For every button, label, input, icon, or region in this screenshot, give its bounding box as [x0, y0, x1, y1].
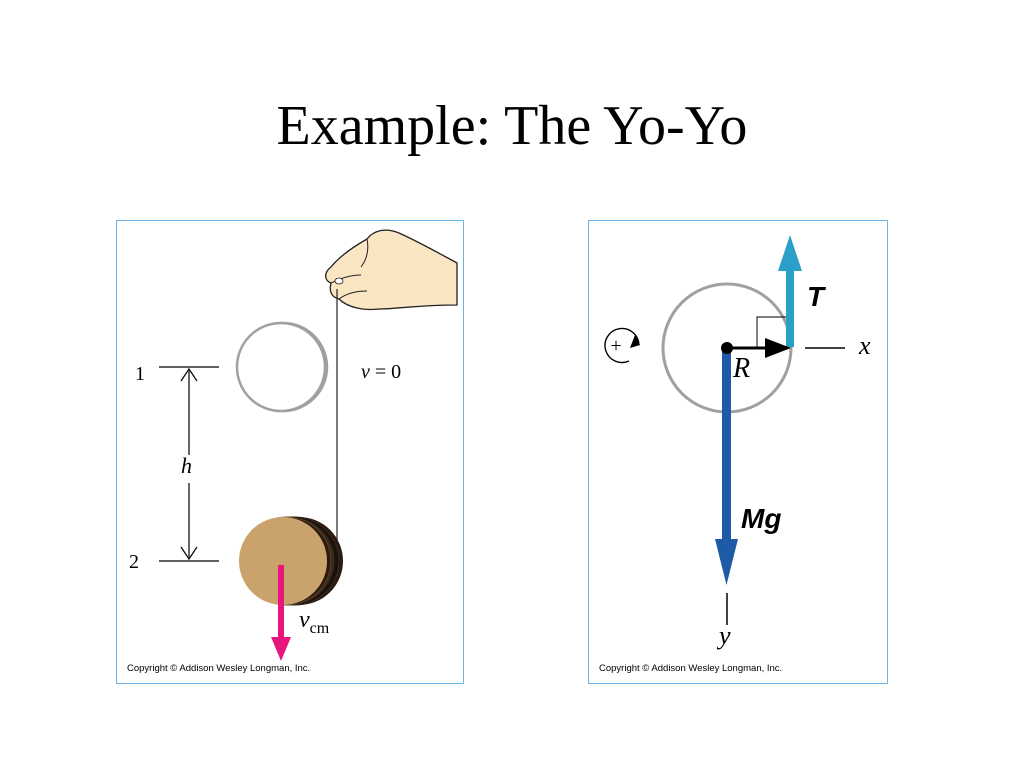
radius-arrow — [727, 338, 791, 358]
vcm-label: vcm — [299, 607, 330, 637]
slide-title: Example: The Yo-Yo — [276, 95, 748, 157]
center-of-mass-dot — [721, 342, 733, 354]
radius-label: R — [733, 353, 751, 384]
free-body-diagram: + T R Mg x y Copyright © Addison Wesley … — [588, 220, 888, 684]
weight-arrow — [715, 348, 738, 585]
height-label: h — [181, 453, 192, 478]
velocity-symbol: v — [361, 361, 370, 383]
free-body-drawing — [604, 235, 845, 625]
position-label-1: 1 — [135, 363, 145, 385]
position-label-2: 2 — [129, 551, 139, 573]
x-axis-label: x — [859, 331, 871, 360]
yoyo-top-position — [235, 321, 329, 413]
positive-rotation-icon — [604, 327, 640, 364]
copyright-left: Copyright © Addison Wesley Longman, Inc. — [127, 663, 311, 674]
yoyo-fall-drawing — [159, 229, 458, 661]
hand-icon — [325, 229, 458, 311]
tension-label: T — [807, 281, 825, 312]
right-angle-marker — [756, 316, 789, 348]
rotation-sign: + — [610, 335, 622, 357]
velocity-arrow — [271, 565, 291, 661]
vcm-subscript: cm — [309, 620, 330, 637]
velocity-equals-zero: = 0 — [369, 361, 402, 383]
weight-label: Mg — [741, 503, 782, 534]
yoyo-fall-diagram: 1 2 h v = 0 vcm Copyright © Addison Wesl… — [116, 220, 464, 684]
copyright-right: Copyright © Addison Wesley Longman, Inc. — [599, 663, 783, 674]
yoyo-bottom-position — [239, 516, 343, 606]
y-axis-label: y — [719, 621, 731, 650]
velocity-top-label: v = 0 — [361, 361, 401, 384]
tension-arrow — [778, 235, 802, 347]
vcm-symbol: v — [299, 607, 310, 633]
height-dimension-arrow — [180, 367, 198, 561]
